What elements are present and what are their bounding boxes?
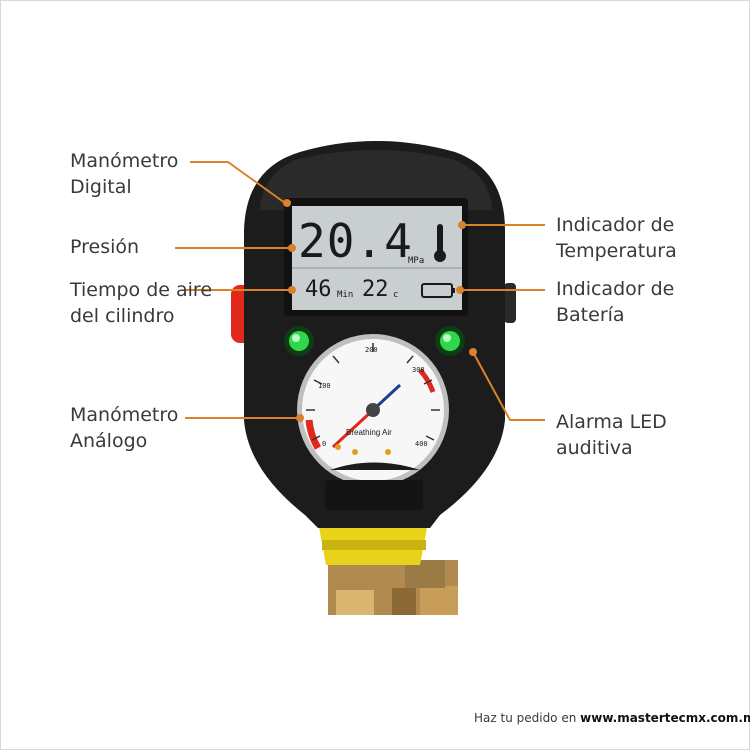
dial-tick-300: 300 [412, 366, 425, 374]
lcd-temp-value: 22 [362, 277, 389, 302]
dial-tick-400: 400 [415, 440, 428, 448]
lcd-time-value: 46 [305, 277, 332, 302]
analog-gauge [297, 334, 449, 486]
dial-tick-0: 0 [322, 440, 327, 448]
lcd-pressure-unit: MPa [408, 256, 425, 266]
thermometer-icon [434, 224, 446, 262]
callout-lines [175, 161, 545, 421]
lcd-time-unit: Min [337, 290, 354, 300]
callout-dots [283, 199, 477, 422]
label-pressure: Presión [70, 236, 140, 258]
lcd-screen [292, 206, 462, 310]
dial-label: Breathing Air [346, 428, 392, 437]
led-alarm-right [435, 326, 465, 356]
order-footer: Haz tu pedido en www.mastertecmx.com.mx [474, 711, 750, 725]
lcd-temp-unit: c [393, 290, 399, 300]
dial-tick-200: 200 [365, 346, 378, 354]
battery-icon [421, 283, 455, 298]
footer-site-link[interactable]: www.mastertecmx.com.mx [580, 711, 750, 725]
brass-fitting [328, 560, 458, 615]
lcd-pressure-value: 20.4 [298, 214, 413, 268]
gauge-needle [331, 408, 375, 449]
footer-prefix: Haz tu pedido en [474, 711, 581, 725]
led-alarm-left [284, 326, 314, 356]
dial-tick-100: 100 [318, 382, 331, 390]
